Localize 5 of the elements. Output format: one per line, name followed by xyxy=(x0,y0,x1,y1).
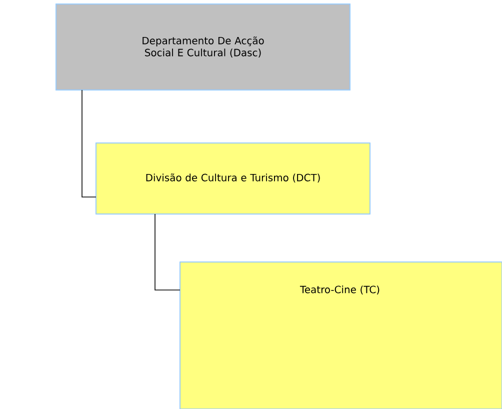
org-box: Departamento De Acção Social E Cultural (Dasc) xyxy=(56,4,350,90)
org-box: Teatro-Cine (TC) xyxy=(180,262,502,409)
connector-line xyxy=(82,90,96,198)
org-box: Divisão de Cultura e Turismo (DCT) xyxy=(96,142,370,214)
connector-line xyxy=(154,214,180,290)
